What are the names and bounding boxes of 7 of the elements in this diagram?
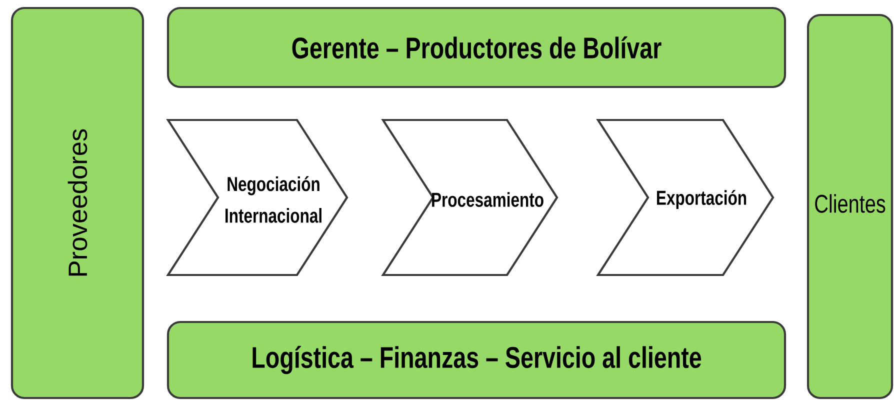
side-panel: Proveedores — [10, 6, 144, 400]
side-panel: Clientes — [806, 14, 894, 400]
banner-bar: Gerente – Productores de Bolívar — [166, 6, 786, 88]
banner-bar: Logística – Finanzas – Servicio al cliente — [166, 320, 786, 400]
chevron-step: Exportación — [596, 118, 774, 276]
chevron-step: Negociación Internacional — [166, 118, 348, 276]
chevron-step: Procesamiento — [381, 118, 558, 276]
